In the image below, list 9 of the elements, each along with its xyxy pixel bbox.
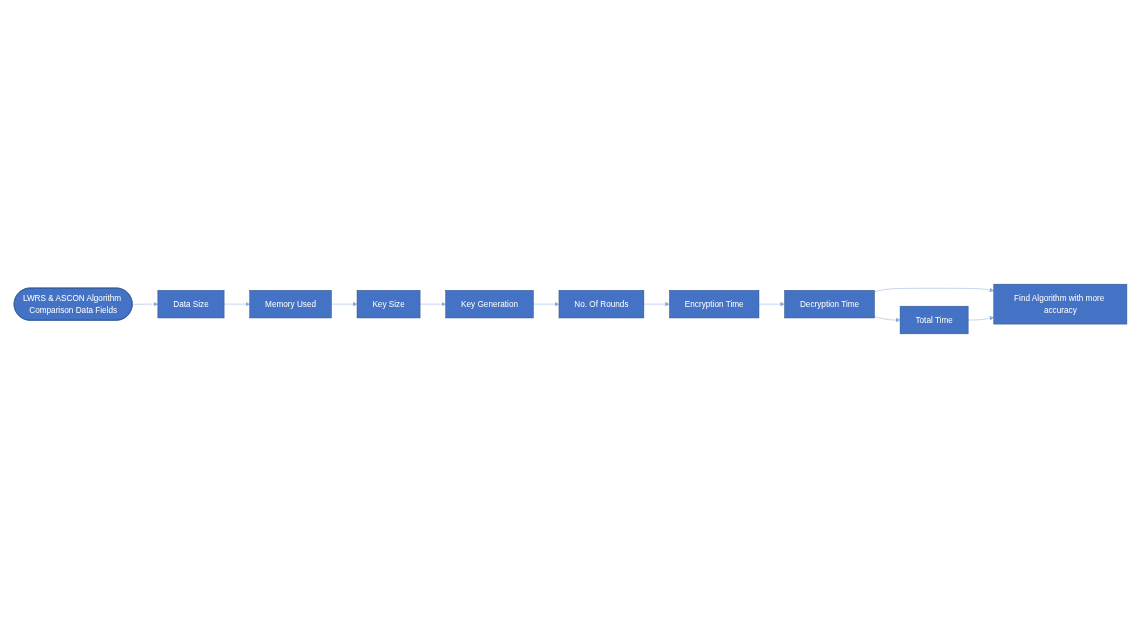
node-box: Encryption Time	[669, 290, 760, 319]
node-box: Total Time	[899, 305, 969, 335]
node-box: Key Size	[356, 290, 421, 319]
node-box: Key Generation	[445, 290, 534, 319]
node-box: Memory Used	[249, 290, 332, 319]
node-box: No. Of Rounds	[558, 290, 645, 319]
node-box: Data Size	[157, 290, 225, 319]
node-box: Decryption Time	[784, 290, 875, 319]
node-box: Find Algorithm with more accuracy	[993, 283, 1128, 325]
